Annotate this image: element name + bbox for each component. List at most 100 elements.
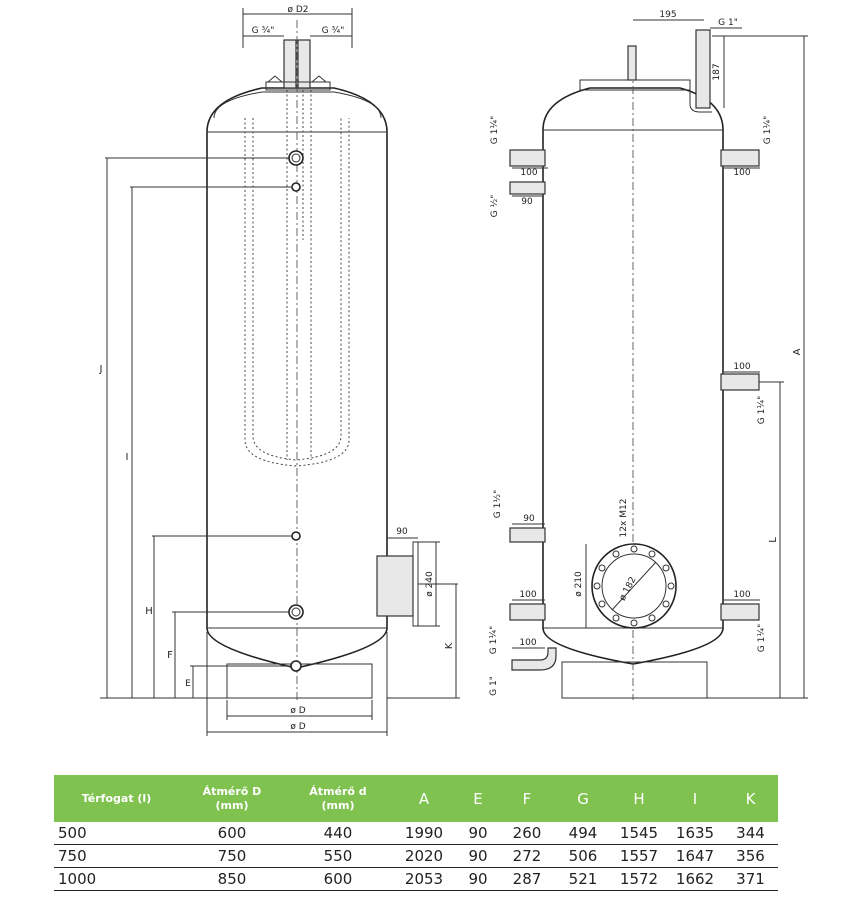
cell-f: 272 [499,844,555,868]
left-top-pipe-2 [297,39,311,89]
dim-h: H [145,606,153,617]
cell-d-inner: 550 [285,844,391,868]
right-conn-tr [720,149,760,167]
cell-h: 1545 [611,822,667,845]
dim-a: A [792,348,803,355]
technical-drawing: ø D2 G ¾" G ¾" ø D ø D J I H F E 90 [99,5,808,736]
right-conn-tl [509,149,546,167]
header-f: F [499,775,555,822]
dim-j: J [99,364,103,375]
cell-a: 2053 [391,867,457,891]
dim-90-l2: 90 [523,514,535,524]
cell-k: 344 [723,822,778,845]
left-port-f [288,604,304,620]
cell-d-inner: 440 [285,822,391,845]
dim-l: L [768,537,779,543]
dim-g1-top: G 1" [718,18,738,28]
right-conn-bl [509,603,546,621]
left-internal-exchanger [244,118,350,467]
dim-g114-tr: G 1¼" [763,116,773,144]
cell-volume: 500 [54,822,179,845]
cell-d-outer: 850 [179,867,285,891]
left-top-pipe-1 [283,39,297,89]
right-base [561,661,708,699]
cell-i: 1662 [667,867,723,891]
dim-g114-tl: G 1¼" [490,116,500,144]
right-conn-mr [720,373,760,391]
header-k: K [723,775,778,822]
cell-f: 260 [499,822,555,845]
cell-g: 521 [555,867,611,891]
cell-g: 506 [555,844,611,868]
table-row: 1000 850 600 2053 90 287 521 1572 1662 3… [54,867,778,891]
right-top-pipe [627,45,637,81]
header-diameter-d-inner: Átmérő d(mm) [285,775,391,822]
cell-e: 90 [457,844,499,868]
dim-g1-bl: G 1" [489,676,499,696]
header-i: I [667,775,723,822]
dim-g114-br: G 1¼" [757,624,767,652]
left-port-i [291,182,301,192]
spec-table: Térfogat (l) Átmérő D(mm) Átmérő d(mm) A… [54,775,778,891]
left-port-h [291,531,301,541]
dim-g114-mr: G 1¼" [757,396,767,424]
dim-d-outer: ø D [290,722,305,732]
dim-d-inner: ø D [290,706,305,716]
header-g: G [555,775,611,822]
left-view: ø D2 G ¾" G ¾" ø D ø D J I H F E 90 [99,5,460,736]
cell-g: 494 [555,822,611,845]
cell-volume: 750 [54,844,179,868]
dim-g34-left: G ¾" [252,26,275,36]
header-h: H [611,775,667,822]
dim-210: ø 210 [574,571,584,597]
cell-k: 371 [723,867,778,891]
cell-a: 2020 [391,844,457,868]
cell-i: 1635 [667,822,723,845]
dim-100-bl2: 100 [519,638,536,648]
dim-k: K [444,642,455,649]
cell-h: 1572 [611,867,667,891]
table-row: 750 750 550 2020 90 272 506 1557 1647 35… [54,844,778,868]
dim-90-l: 90 [521,197,533,207]
left-port-j [288,150,304,166]
header-volume: Térfogat (l) [54,775,179,822]
cell-h: 1557 [611,844,667,868]
right-view: 195 G 1" 187 A L G 1¼" 100 G ½" 90 G 1¼"… [489,10,808,700]
cell-e: 90 [457,867,499,891]
table-row: 500 600 440 1990 90 260 494 1545 1635 34… [54,822,778,845]
left-side-flange [376,555,414,617]
cell-f: 287 [499,867,555,891]
right-conn-l2 [509,181,546,195]
dim-g12-l: G ½" [490,195,500,218]
dim-g34-right: G ¾" [322,26,345,36]
header-a: A [391,775,457,822]
right-conn-bottom [511,647,557,671]
left-port-e [290,660,302,672]
cell-i: 1647 [667,844,723,868]
dim-195: 195 [659,10,676,20]
dim-g112-l: G 1½" [493,490,503,518]
cell-d-outer: 600 [179,822,285,845]
right-flange-bolts [593,545,675,627]
dim-100-br: 100 [733,590,750,600]
dim-100-tl: 100 [520,168,537,178]
dim-d2: ø D2 [287,5,308,15]
right-conn-l3 [509,527,546,543]
cell-d-inner: 600 [285,867,391,891]
cell-a: 1990 [391,822,457,845]
cell-volume: 1000 [54,867,179,891]
header-diameter-d-outer: Átmérő D(mm) [179,775,285,822]
cell-k: 356 [723,844,778,868]
dim-f: F [167,650,173,661]
dim-187: 187 [712,63,722,80]
right-conn-br [720,603,760,621]
spec-table-header: Térfogat (l) Átmérő D(mm) Átmérő d(mm) A… [54,775,778,822]
cell-e: 90 [457,822,499,845]
right-top-elbow [695,29,711,109]
dim-100-tr: 100 [733,168,750,178]
dim-90: 90 [396,527,408,537]
header-e: E [457,775,499,822]
dim-m12: 12x M12 [619,499,629,538]
dim-100-mr: 100 [733,362,750,372]
dim-100-bl: 100 [519,590,536,600]
